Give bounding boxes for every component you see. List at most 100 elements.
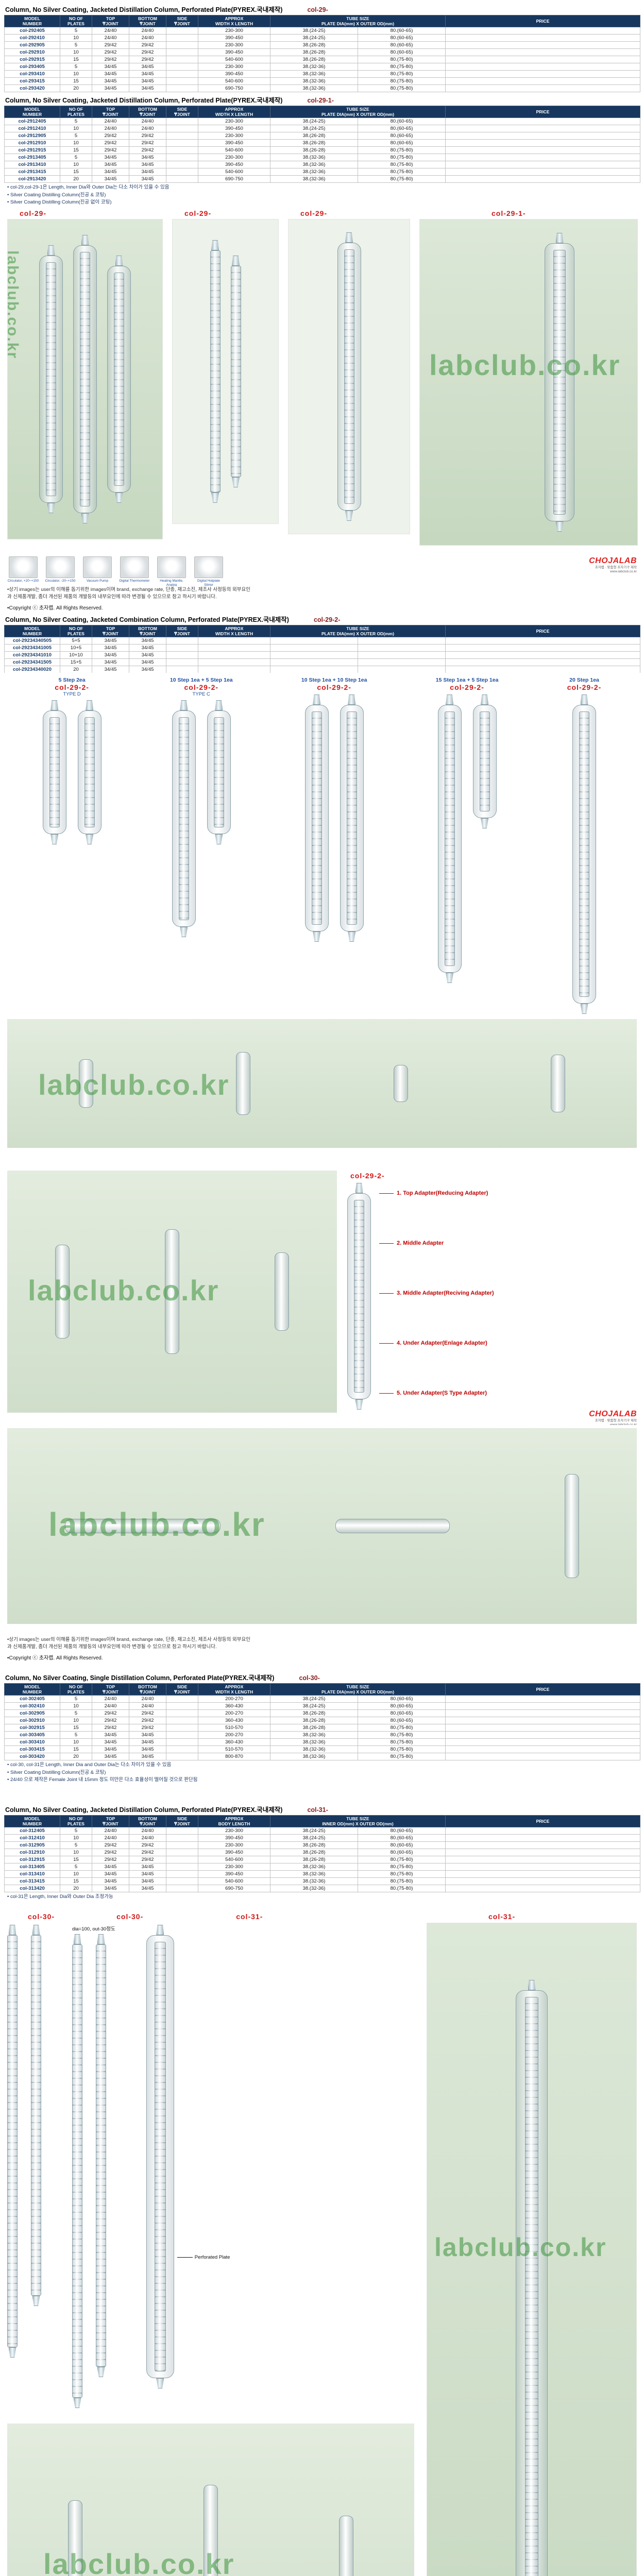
glass-column-figure (437, 694, 462, 983)
cell-plates: 10+5 (60, 644, 92, 652)
cell-approx (198, 666, 270, 673)
adapter-diagram: col-29-2- 1. Top Adapter(Reducing Adapte… (347, 1171, 637, 1425)
adapter-callout: 3. Middle Adapter(Reciving Adapter) (379, 1290, 494, 1296)
cell-plates: 5 (60, 154, 92, 162)
cell-approx: 360-430 (198, 1738, 270, 1747)
glass-part (203, 2485, 218, 2576)
cell-bottom-joint: 34/45 (129, 637, 166, 645)
cell-top-joint: 24/40 (92, 1702, 129, 1710)
cell-model: col-313420 (4, 1885, 60, 1893)
table-title-text: Column, No Silver Coating, Single Distil… (5, 1674, 275, 1682)
cell-price (445, 1753, 641, 1761)
cell-plate-dia: 38.(32-36) (270, 175, 358, 183)
cell-side-joint (166, 644, 198, 652)
col-header-top-joint: TOP ₸JOINT (92, 14, 129, 28)
cell-plate-dia: 38.(24-25) (270, 27, 358, 35)
cell-approx: 540-600 (198, 77, 270, 86)
cell-top-joint: 34/45 (92, 77, 129, 86)
glass-part (393, 1065, 408, 1102)
cell-outer-od: 80.(60-65) (358, 1834, 446, 1842)
cell-plate-dia: 38.(26-28) (270, 1849, 358, 1857)
cell-plate-dia: 38.(32-36) (270, 1870, 358, 1878)
bottom-joint (81, 513, 89, 523)
table-note: • Silver Coating Distilling Column(진공 & … (7, 192, 106, 198)
vacuum-jacket (42, 710, 66, 834)
cell-side-joint (166, 175, 198, 183)
cell-top-joint: 34/45 (92, 168, 129, 176)
cell-model: col-292905 (4, 41, 60, 49)
cell-model: col-313405 (4, 1863, 60, 1871)
cell-model: col-2913420 (4, 175, 60, 183)
cell-approx: 690-750 (198, 84, 270, 93)
bottom-joint (215, 834, 223, 844)
photo-block-2: col-29- (172, 209, 279, 524)
glass-part (164, 1229, 179, 1354)
cell-model: col-2912405 (4, 117, 60, 126)
cell-top-joint: 34/45 (92, 1731, 129, 1739)
cell-approx: 230-300 (198, 1863, 270, 1871)
vacuum-jacket (107, 266, 131, 493)
top-joint (345, 232, 353, 243)
section-photos-col-29: col-29- labclub.co.kr (0, 206, 644, 554)
section-table-col-29-2: Column, No Silver Coating, Jacketed Comb… (0, 612, 644, 673)
table-note: • Silver Coating Distilling Column(진공 없이… (7, 199, 112, 205)
cell-plates: 15 (60, 56, 92, 64)
disclaimer-line: •상기 images는 user의 이해를 돕기위한 images이며 bran… (7, 1637, 250, 1642)
cell-plate-dia: 38.(32-36) (270, 77, 358, 86)
cell-plates: 10 (60, 1738, 92, 1747)
glass-column-figure (347, 1183, 371, 1410)
cell-top-joint: 29/42 (92, 146, 129, 155)
cell-plate-dia (270, 666, 358, 673)
col-header-side-joint: SIDE ₸JOINT (166, 14, 198, 28)
cell-outer-od: 80.(75-80) (357, 63, 446, 71)
cell-outer-od: 80.(75-80) (357, 154, 446, 162)
step-label: 20 Step 1ea (569, 677, 599, 683)
column-tube (346, 711, 357, 925)
cell-price (445, 139, 641, 147)
cell-approx: 230-300 (198, 1827, 270, 1835)
cell-plates: 10 (60, 1870, 92, 1878)
cell-model: col-302405 (4, 1695, 60, 1703)
cell-side-joint (166, 658, 198, 667)
figure-label: col-31- (488, 1912, 516, 1921)
cell-outer-od: 80.(75-80) (357, 1724, 446, 1732)
table-row: col-303415 15 34/45 34/45 510-570 38.(32… (4, 1745, 641, 1754)
cell-bottom-joint: 29/42 (129, 48, 166, 57)
cell-model: col-303420 (4, 1753, 60, 1761)
cell-bottom-joint: 34/45 (129, 1863, 166, 1871)
column-tube (444, 711, 455, 966)
cell-outer-od: 80.(60-65) (357, 132, 446, 140)
table-row: col-313415 15 34/45 34/45 540-600 38.(32… (4, 1877, 640, 1886)
annotation-arrow (177, 2257, 193, 2258)
cell-plate-dia: 38.(32-36) (270, 168, 358, 176)
cell-approx: 230-300 (198, 154, 270, 162)
column-tube (7, 1935, 18, 2347)
cell-side-joint (166, 1863, 198, 1871)
cell-model: col-312910 (4, 1849, 60, 1857)
cell-outer-od: 80.(60-65) (357, 27, 446, 35)
cell-price (445, 56, 641, 64)
section-table-col-29: Column, No Silver Coating, Jacketed Dist… (0, 0, 644, 93)
cell-plate-dia: 38.(32-36) (270, 63, 358, 71)
cell-approx: 200-270 (198, 1695, 270, 1703)
cell-top-joint: 34/45 (92, 1863, 129, 1871)
cell-model: col-302410 (4, 1702, 60, 1710)
cell-plates: 10 (60, 125, 92, 133)
cell-top-joint: 24/40 (92, 125, 129, 133)
figure-label: col-29-2- (317, 683, 351, 691)
cell-plates: 15 (60, 168, 92, 176)
table-row: col-2912410 10 24/40 24/40 390-450 38.(2… (4, 125, 641, 133)
cell-approx: 200-270 (198, 1709, 270, 1718)
cell-outer-od: 80.(60-65) (357, 1695, 446, 1703)
cell-plates: 20 (60, 175, 92, 183)
cell-model: col-292405 (4, 27, 60, 35)
cell-approx: 390-450 (198, 70, 270, 78)
cell-top-joint: 24/40 (92, 27, 129, 35)
cell-model: col-303410 (4, 1738, 60, 1747)
cell-plates: 5+5 (60, 637, 92, 645)
bottom-joint (580, 1004, 588, 1014)
glass-part (275, 1252, 290, 1331)
accessory-caption: Heating Mantle, Analog (160, 579, 183, 586)
cell-outer-od: 80.(75-80) (357, 146, 446, 155)
header-row: MODEL NUMBER NO OF PLATES TOP ₸JOINT BOT… (4, 105, 641, 118)
